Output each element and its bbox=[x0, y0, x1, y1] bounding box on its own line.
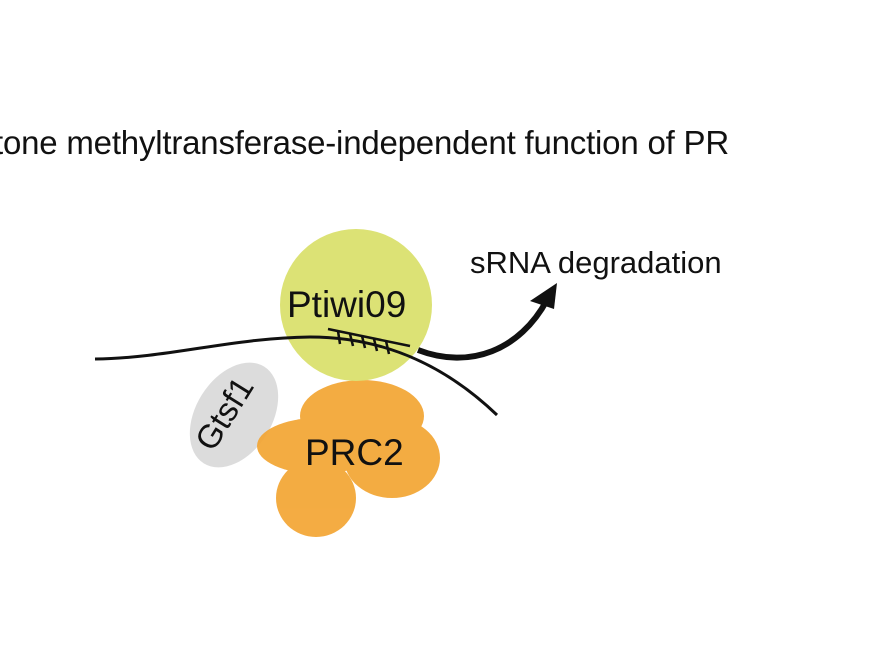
degradation-arrow bbox=[416, 298, 550, 361]
prc2-lobe-right bbox=[344, 418, 440, 498]
srna-degradation-label: sRNA degradation bbox=[470, 245, 722, 280]
prc2-lobe-bottom bbox=[276, 459, 356, 537]
figure-title: tone methyltransferase-independent funct… bbox=[0, 124, 729, 161]
gtsf1-shape bbox=[189, 362, 279, 468]
prc2-label: PRC2 bbox=[305, 432, 404, 473]
target-rna-strand bbox=[94, 335, 499, 417]
arrowhead-icon bbox=[530, 283, 557, 309]
prc2-complex bbox=[257, 380, 440, 537]
ptiwi09-label: Ptiwi09 bbox=[287, 284, 406, 325]
srna-duplex bbox=[327, 327, 411, 355]
